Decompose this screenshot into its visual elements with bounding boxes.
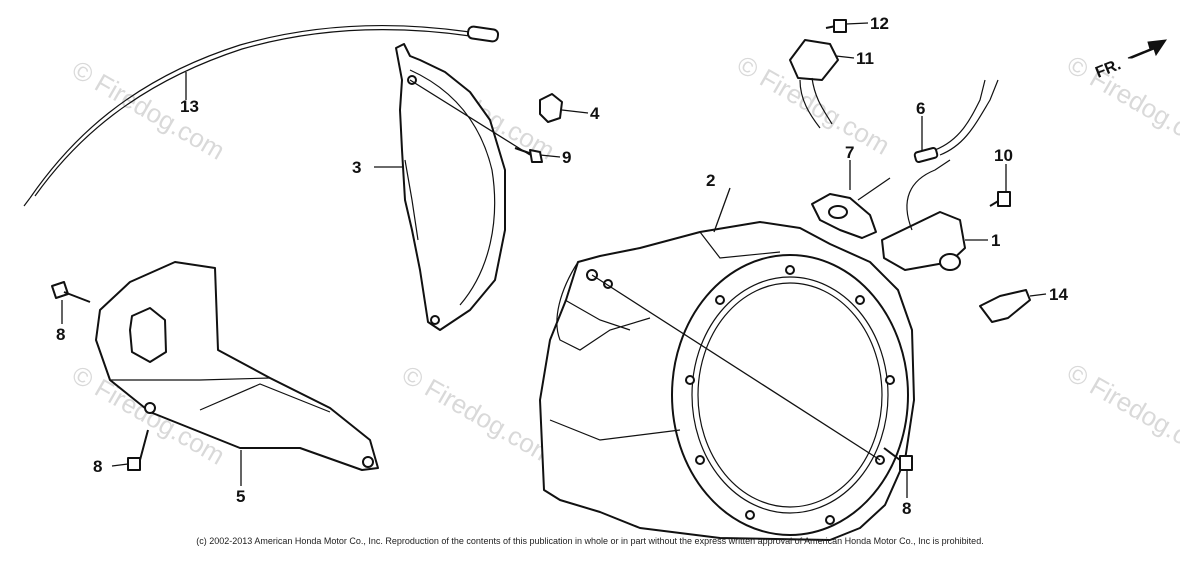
bolt-8-right [883, 447, 913, 471]
callout-1: 1 [991, 231, 1000, 250]
part-3-upper-shroud [395, 43, 506, 331]
callout-11: 11 [856, 49, 874, 68]
callout-9: 9 [562, 148, 571, 167]
callout-8-upper-left: 8 [56, 325, 65, 344]
callout-8-right: 8 [902, 499, 911, 518]
part-7-bracket [811, 177, 891, 239]
callout-10: 10 [994, 146, 1013, 165]
callout-4: 4 [590, 104, 600, 123]
watermark-1: © Firedog.com [67, 54, 230, 165]
callout-numbers: 13 3 4 9 2 7 6 10 1 14 12 11 8 8 5 8 [56, 14, 1068, 518]
bolt-8-upper-left [51, 281, 91, 303]
leader-lines [61, 22, 1047, 498]
bolt-12 [825, 19, 847, 33]
callout-12: 12 [870, 14, 889, 33]
callout-3: 3 [352, 158, 361, 177]
front-direction-indicator: FR. [1093, 39, 1168, 82]
front-direction-arrow-icon [1127, 39, 1168, 59]
callout-2: 2 [706, 171, 715, 190]
part-5-lower-shroud [95, 261, 379, 471]
callout-13: 13 [180, 97, 199, 116]
callout-6: 6 [916, 99, 925, 118]
watermark-4: © Firedog.com [1062, 49, 1180, 160]
part-11-condenser [789, 39, 839, 129]
callout-8-lower-left: 8 [93, 457, 102, 476]
watermark-8: © Firedog.com [1062, 357, 1180, 468]
part-13-cable [23, 25, 500, 207]
part-1-switch [881, 159, 966, 271]
part-6-wire-connector [913, 79, 999, 164]
watermark-6: © Firedog.com [397, 359, 560, 470]
callout-14: 14 [1049, 285, 1068, 304]
bolt-8-lower-left [127, 429, 149, 471]
fan-cover-bolt-holes [685, 265, 895, 525]
copyright-notice: (c) 2002-2013 American Honda Motor Co., … [196, 536, 984, 546]
callout-7: 7 [845, 143, 854, 162]
part-4-clip [539, 93, 563, 123]
bolt-10 [989, 191, 1011, 207]
callout-5: 5 [236, 487, 245, 506]
part-2-fan-cover [539, 221, 915, 541]
part-14-gasket [979, 289, 1031, 323]
